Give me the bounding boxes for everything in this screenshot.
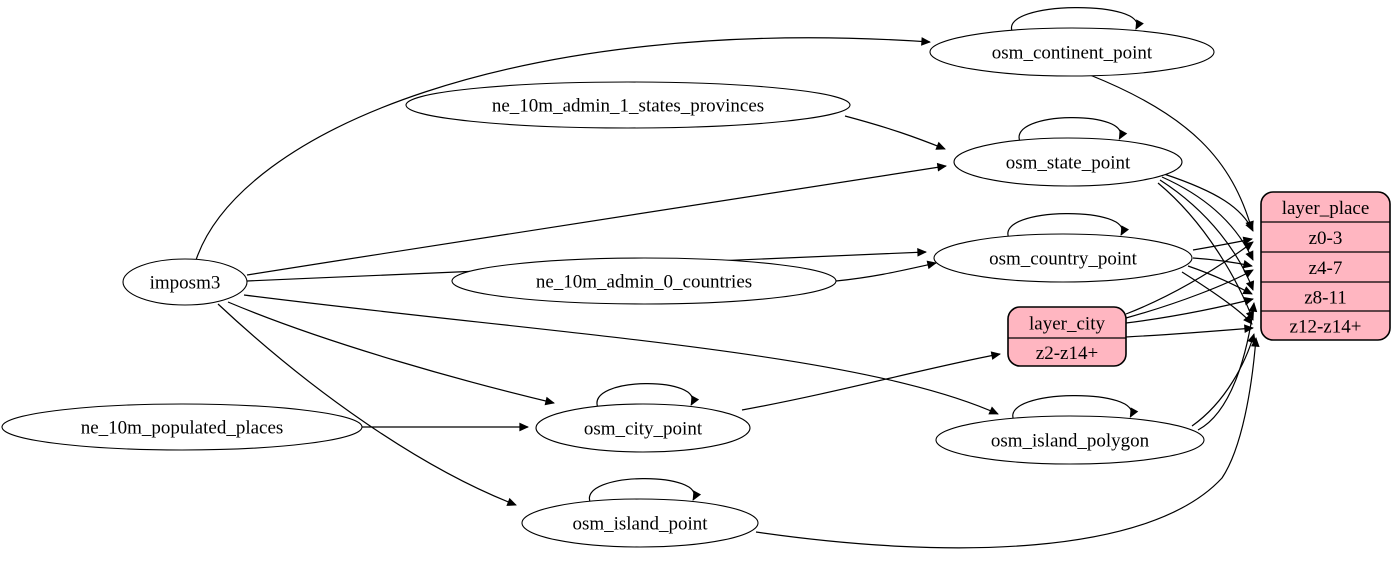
edge	[835, 260, 937, 282]
table-node-osm_country_point: osm_country_point	[933, 233, 1193, 283]
table-ellipse	[521, 498, 759, 548]
record-title: layer_city	[1029, 314, 1105, 335]
self-loop-edge	[596, 383, 700, 409]
edge	[1089, 74, 1254, 231]
table-label: ne_10m_admin_1_states_provinces	[492, 96, 764, 117]
table-node-osm_island_polygon: osm_island_polygon	[935, 415, 1205, 465]
table-label: osm_island_point	[572, 514, 708, 535]
table-label: osm_country_point	[989, 249, 1137, 270]
self-loop-edge	[1011, 7, 1144, 33]
edge	[217, 303, 517, 506]
table-ellipse	[122, 258, 248, 306]
edge	[844, 115, 946, 150]
record-row: z2-z14+	[1036, 343, 1098, 364]
table-node-osm_state_point: osm_state_point	[953, 137, 1183, 187]
self-loop-edge	[1018, 117, 1128, 143]
edge	[1125, 241, 1254, 315]
edge	[195, 37, 931, 261]
table-ellipse	[405, 81, 851, 129]
self-loop-edge	[588, 478, 702, 504]
table-node-imposm3: imposm3	[122, 258, 248, 306]
table-label: imposm3	[150, 273, 221, 294]
edge	[1181, 271, 1253, 325]
table-ellipse	[1, 403, 363, 451]
edge	[1187, 265, 1253, 295]
record-row: z8-11	[1304, 288, 1347, 309]
edge	[741, 351, 1001, 411]
edge	[243, 294, 999, 415]
table-ellipse	[929, 27, 1215, 77]
edge	[227, 301, 555, 406]
edge	[1125, 297, 1254, 324]
edge	[1192, 236, 1253, 251]
record-row: z4-7	[1309, 258, 1343, 279]
table-node-osm_continent_point: osm_continent_point	[929, 27, 1215, 77]
table-ellipse	[953, 137, 1183, 187]
record-box	[1007, 306, 1127, 367]
table-ellipse	[451, 257, 837, 305]
record-node-layer_city: layer_city z2-z14+	[1007, 306, 1127, 367]
edge	[1125, 324, 1254, 338]
edge	[1192, 257, 1253, 269]
edge	[755, 337, 1260, 549]
table-label: osm_continent_point	[992, 43, 1153, 64]
table-node-ne_10m_admin_0_countries: ne_10m_admin_0_countries	[451, 257, 837, 305]
record-row: z12-z14+	[1290, 317, 1362, 338]
table-ellipse	[935, 415, 1205, 465]
table-label: osm_island_polygon	[991, 431, 1150, 452]
table-node-ne_10m_populated_places: ne_10m_populated_places	[1, 403, 363, 451]
record-title: layer_place	[1282, 198, 1370, 219]
table-label: osm_state_point	[1006, 153, 1131, 174]
table-label: ne_10m_populated_places	[81, 418, 284, 439]
edge-layer	[195, 7, 1260, 549]
table-ellipse	[535, 403, 751, 453]
record-node-layer_place: layer_place z0-3 z4-7 z8-11 z12-z14+	[1260, 191, 1391, 341]
record-box	[1260, 191, 1391, 341]
table-node-osm_island_point: osm_island_point	[521, 498, 759, 548]
table-ellipse	[933, 233, 1193, 283]
self-loop-edge	[1007, 213, 1129, 239]
table-node-ne_10m_admin_1_states_provinces: ne_10m_admin_1_states_provinces	[405, 81, 851, 129]
edge	[1197, 302, 1258, 431]
self-loop-edge	[1012, 395, 1139, 421]
record-row: z0-3	[1309, 228, 1343, 249]
table-node-osm_city_point: osm_city_point	[535, 403, 751, 453]
table-label: ne_10m_admin_0_countries	[536, 272, 752, 293]
node-layer: imposm3 ne_10m_admin_1_states_provincesne…	[1, 27, 1391, 548]
edge	[1163, 173, 1254, 232]
edge	[1191, 333, 1256, 427]
table-label: osm_city_point	[584, 419, 703, 440]
edge	[1125, 269, 1254, 319]
